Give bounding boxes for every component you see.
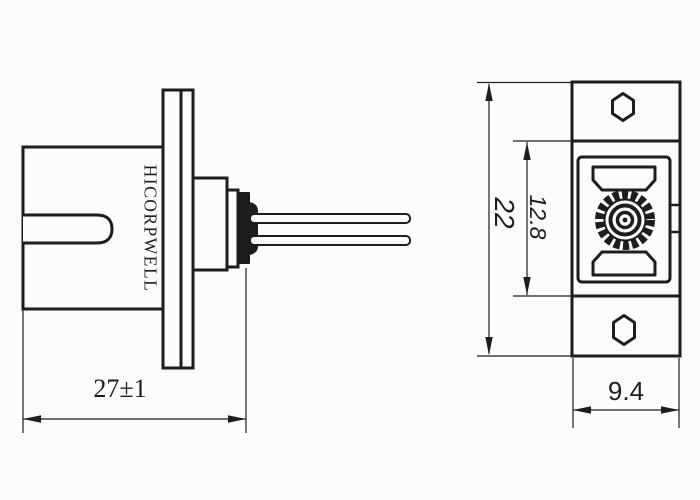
arrowhead-panel-right xyxy=(661,406,679,414)
pigtail-wire-bottom xyxy=(249,235,411,246)
dim-side-width-label: 27±1 xyxy=(93,374,147,403)
arrowhead-panel-left xyxy=(573,406,591,414)
ferrule-knurl-ring xyxy=(595,190,655,250)
arrowhead-inner-up xyxy=(523,142,531,160)
front-view-dimensions xyxy=(477,81,680,428)
arrowhead-inner-down xyxy=(523,277,531,295)
arrowhead-down xyxy=(485,337,493,355)
barrel xyxy=(191,176,229,272)
side-view xyxy=(21,88,411,370)
arrowhead-right xyxy=(228,415,246,423)
screw-hole-bottom xyxy=(612,314,636,346)
arrowhead-left xyxy=(23,415,41,423)
dim-front-inner-height-label: 12.8 xyxy=(525,194,551,240)
brand-text: HICORPWELL xyxy=(140,164,161,293)
ferrule-bore-circle xyxy=(615,210,635,230)
retaining-nut xyxy=(237,192,258,264)
screw-hole-top xyxy=(611,92,635,122)
fiber-core-dot xyxy=(622,217,628,223)
ferrule-outer-circle xyxy=(608,203,642,237)
dim-front-width-label: 9.4 xyxy=(607,376,645,406)
side-view-dimension xyxy=(22,268,247,433)
mounting-slot xyxy=(23,213,114,245)
sc-key-top xyxy=(591,165,657,192)
barrel-step xyxy=(225,188,240,269)
arrowhead-up xyxy=(485,83,493,101)
flange xyxy=(161,88,195,370)
pigtail-wire-top xyxy=(249,213,411,224)
front-view xyxy=(570,80,682,358)
ferrule-ring-edge xyxy=(603,198,647,242)
dim-front-height-label: 22 xyxy=(489,197,520,229)
sc-key-bottom xyxy=(591,250,657,277)
